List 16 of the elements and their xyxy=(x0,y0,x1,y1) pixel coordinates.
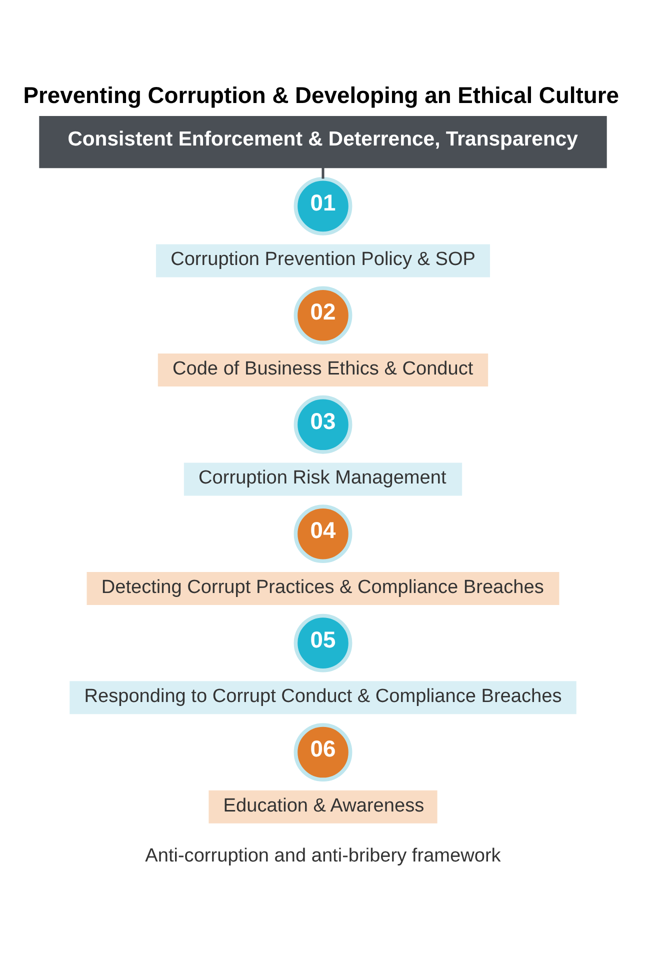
node-circle: 01 xyxy=(294,176,352,235)
node-circle: 04 xyxy=(294,504,352,563)
node-box: Education & Awareness xyxy=(208,790,438,823)
node-box: Code of Business Ethics & Conduct xyxy=(158,353,488,386)
node-box: Responding to Corrupt Conduct & Compliance Breaches xyxy=(70,680,576,714)
node-circle: 03 xyxy=(294,394,352,454)
connector xyxy=(322,167,324,178)
caption: Anti-corruption and anti-bribery framework xyxy=(145,845,501,866)
node-circle: 05 xyxy=(294,613,352,672)
node-circle: 02 xyxy=(294,286,352,344)
node-box: Consistent Enforcement & Deterrence, Transparency xyxy=(39,116,607,168)
diagram-title: Preventing Corruption & Developing an Ethical Culture xyxy=(23,82,619,108)
node-box: Corruption Risk Management xyxy=(184,462,462,496)
node-box: Corruption Prevention Policy & SOP xyxy=(156,244,490,277)
node-circle: 06 xyxy=(294,722,352,781)
node-box: Detecting Corrupt Practices & Compliance Breaches xyxy=(86,571,560,604)
